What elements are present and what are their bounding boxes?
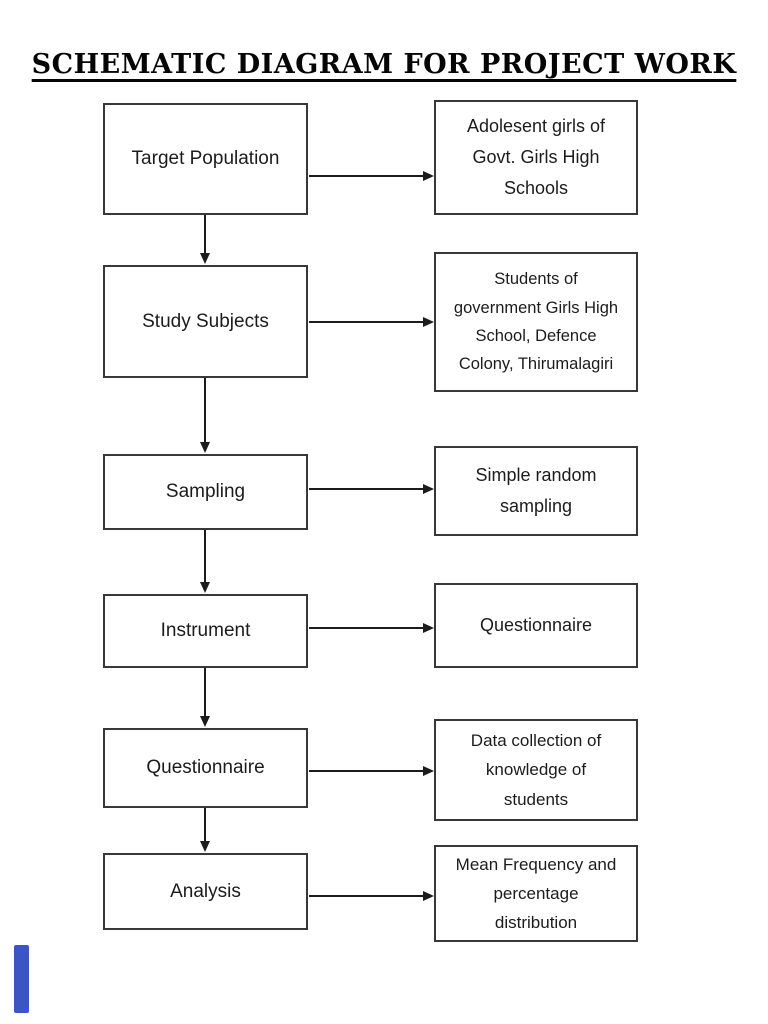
flow-detail-box-questionnaire: Data collection of knowledge of students xyxy=(434,719,638,821)
arrow-down-icon xyxy=(200,530,210,593)
arrow-down-icon xyxy=(200,668,210,727)
flow-step-box-questionnaire: Questionnaire xyxy=(103,728,308,808)
arrow-right-icon xyxy=(309,623,434,633)
arrow-right-icon xyxy=(309,766,434,776)
flow-detail-box-analysis: Mean Frequency and percentage distributi… xyxy=(434,845,638,942)
flow-detail-box-instrument: Questionnaire xyxy=(434,583,638,668)
flow-step-label: Questionnaire xyxy=(146,757,265,778)
flow-step-box-instrument: Instrument xyxy=(103,594,308,668)
flow-step-box-target-population: Target Population xyxy=(103,103,308,215)
arrow-right-icon xyxy=(309,891,434,901)
blue-page-marker xyxy=(14,945,29,1013)
flow-detail-box-sampling: Simple random sampling xyxy=(434,446,638,536)
arrow-right-icon xyxy=(309,484,434,494)
flow-step-label: Sampling xyxy=(165,481,246,502)
flow-detail-label: Questionnaire xyxy=(479,615,593,636)
flow-step-box-analysis: Analysis xyxy=(103,853,308,930)
flow-step-label: Target Population xyxy=(131,148,280,169)
flow-detail-label: Data collection of knowledge of students xyxy=(470,731,602,809)
flow-detail-box-target-population: Adolesent girls of Govt. Girls High Scho… xyxy=(434,100,638,215)
flow-detail-label: Adolesent girls of Govt. Girls High Scho… xyxy=(466,116,606,198)
flow-step-label: Study Subjects xyxy=(142,310,269,332)
arrow-down-icon xyxy=(200,808,210,852)
flow-step-box-sampling: Sampling xyxy=(103,454,308,530)
arrow-down-icon xyxy=(200,215,210,264)
flow-step-label: Analysis xyxy=(170,880,241,902)
arrow-down-icon xyxy=(200,378,210,453)
flow-detail-label: Students of government Girls High School… xyxy=(453,270,619,374)
flow-detail-label: Simple random sampling xyxy=(475,465,597,516)
arrow-right-icon xyxy=(309,171,434,181)
flow-step-label: Instrument xyxy=(160,620,251,641)
arrow-right-icon xyxy=(309,317,434,327)
page-title: SCHEMATIC DIAGRAM FOR PROJECT WORK xyxy=(31,49,737,80)
flow-detail-label: Mean Frequency and percentage distributi… xyxy=(455,854,617,933)
flow-detail-box-study-subjects: Students of government Girls High School… xyxy=(434,252,638,392)
flow-step-box-study-subjects: Study Subjects xyxy=(103,265,308,378)
